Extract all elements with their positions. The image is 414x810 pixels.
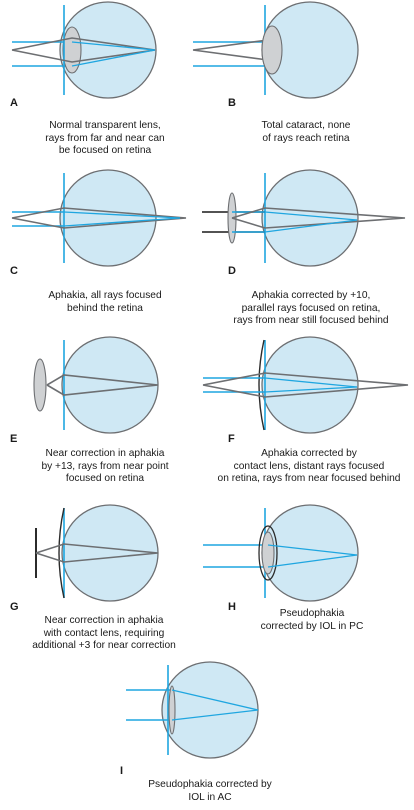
spectacle-lens-e	[33, 358, 47, 412]
far-ray-converge-i-c2	[171, 709, 259, 721]
panel-letter-e: E	[10, 433, 18, 445]
caption-h-line-2: corrected by IOL in PC	[260, 620, 364, 632]
panel-letter-g: G	[10, 601, 19, 613]
caption-a-line-2: rays from far and near can	[45, 132, 165, 144]
panel-letter-b: B	[228, 97, 236, 109]
caption-g-line-3: additional +3 for near correction	[32, 640, 176, 652]
caption-d-line-1: Aphakia corrected by +10,	[251, 290, 371, 301]
near-rays-f-near	[202, 372, 409, 398]
eyeball-d	[261, 169, 359, 267]
caption-d: Aphakia corrected by +10, parallel rays …	[208, 290, 414, 328]
eyeball-e	[61, 336, 159, 434]
far-ray-converge-a-c1	[71, 41, 156, 51]
panel-letter-f: F	[228, 433, 235, 445]
caption-g-line-1: Near correction in aphakia	[44, 615, 164, 626]
caption-h-line-1: Pseudophakia	[279, 608, 345, 619]
far-ray-converge-f-c1	[264, 377, 358, 388]
caption-d-line-2: parallel rays focused on retina,	[241, 302, 381, 314]
caption-f: Aphakia corrected by contact lens, dista…	[204, 448, 414, 486]
near-rays-g-near	[35, 543, 159, 563]
iol-lens-h	[261, 531, 275, 575]
iol-lens-i	[168, 685, 176, 735]
near-rays-c-near	[11, 207, 187, 229]
caption-a-line-1: Normal transparent lens,	[49, 120, 161, 131]
far-ray-converge-d-c2	[264, 219, 358, 233]
cataract-lens-b	[261, 25, 283, 75]
far-ray-converge-f-c2	[264, 386, 358, 393]
panel-letter-h: H	[228, 601, 236, 613]
caption-e-line-1: Near correction in aphakia	[45, 448, 165, 459]
far-ray-converge-h-c2	[267, 554, 358, 568]
caption-b: Total cataract, none of rays reach retin…	[208, 120, 404, 145]
caption-f-line-3: on retina, rays from near focused behind	[217, 473, 401, 485]
panel-letter-d: D	[228, 265, 236, 277]
caption-b-line-2: of rays reach retina	[262, 132, 350, 144]
contact-lens-f	[258, 339, 265, 431]
iol-haptic-h	[258, 525, 278, 581]
near-rays-e-near	[46, 374, 159, 396]
caption-a-line-3: be focused on retina	[58, 145, 152, 157]
caption-e-line-2: by +13, rays from near point	[41, 460, 169, 472]
caption-g-line-2: with contact lens, requiring	[43, 627, 165, 639]
caption-d-line-3: rays from near still focused behind	[233, 315, 389, 327]
eyeball-c	[59, 169, 157, 267]
caption-c-line-1: Aphakia, all rays focused	[48, 290, 162, 301]
panel-letter-a: A	[10, 97, 18, 109]
caption-b-line-1: Total cataract, none	[261, 120, 351, 131]
panel-letter-i: I	[120, 765, 124, 777]
far-ray-converge-a-c2	[71, 49, 156, 67]
caption-g: Near correction in aphakia with contact …	[4, 615, 204, 653]
caption-c: Aphakia, all rays focused behind the ret…	[7, 290, 203, 315]
far-ray-converge-i-c1	[171, 689, 259, 711]
caption-f-line-1: Aphakia corrected by	[261, 448, 357, 459]
far-ray-converge-h-c1	[267, 544, 358, 556]
caption-i-line-2: IOL in AC	[188, 791, 232, 803]
far-ray-converge-c-c1	[63, 211, 181, 219]
caption-a: Normal transparent lens, rays from far a…	[7, 120, 203, 158]
far-ray-converge-c-c2	[63, 217, 181, 227]
caption-e-line-3: focused on retina	[65, 473, 145, 485]
contact-lens-g	[58, 507, 65, 599]
far-ray-converge-d-c1	[264, 211, 358, 221]
caption-i: Pseudophakia corrected by IOL in AC	[100, 779, 320, 804]
eyeball-a	[59, 1, 157, 99]
crystalline-lens-a	[62, 26, 82, 74]
caption-i-line-1: Pseudophakia corrected by	[148, 779, 272, 790]
caption-e: Near correction in aphakia by +13, rays …	[7, 448, 203, 486]
eyeball-f	[261, 336, 359, 434]
eyeball-i	[161, 661, 259, 759]
near-rays-d-near	[231, 207, 406, 229]
near-rays-b-near	[192, 39, 269, 61]
caption-f-line-2: contact lens, distant rays focused	[233, 460, 385, 472]
panel-letter-c: C	[10, 265, 18, 277]
caption-h: Pseudophakia corrected by IOL in PC	[214, 608, 410, 633]
eyeball-g	[61, 504, 159, 602]
caption-c-line-2: behind the retina	[67, 302, 143, 314]
